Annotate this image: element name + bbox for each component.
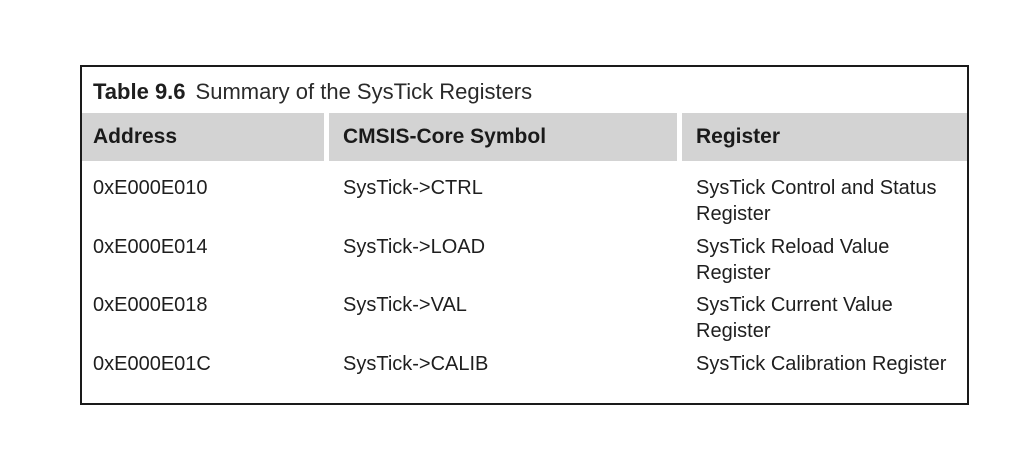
table-row: 0xE000E014 SysTick->LOAD SysTick Reload … — [82, 234, 967, 292]
table-row: 0xE000E010 SysTick->CTRL SysTick Control… — [82, 175, 967, 233]
cell-address: 0xE000E014 — [93, 236, 208, 258]
cell-address: 0xE000E018 — [93, 294, 208, 316]
column-header-address: Address — [82, 113, 324, 161]
cell-address: 0xE000E01C — [93, 353, 211, 375]
registers-table: Table 9.6 Summary of the SysTick Register… — [80, 65, 969, 405]
column-header-register: Register — [682, 113, 967, 161]
column-header-cmsis-symbol: CMSIS-Core Symbol — [329, 113, 677, 161]
table-row: 0xE000E018 SysTick->VAL SysTick Current … — [82, 292, 967, 350]
cell-register: SysTick Control and Status Register — [696, 177, 937, 225]
cell-symbol: SysTick->VAL — [343, 294, 467, 316]
cell-symbol: SysTick->LOAD — [343, 236, 486, 258]
table-caption: Table 9.6 Summary of the SysTick Register… — [93, 79, 532, 105]
table-row: 0xE000E01C SysTick->CALIB SysTick Calibr… — [82, 351, 967, 409]
table-caption-text: Summary of the SysTick Registers — [195, 79, 533, 104]
cell-symbol: SysTick->CALIB — [343, 353, 489, 375]
cell-address: 0xE000E010 — [93, 177, 208, 199]
cell-register: SysTick Calibration Register — [696, 353, 947, 375]
cell-register: SysTick Current Value Register — [696, 294, 893, 342]
table-caption-number: Table 9.6 — [93, 79, 186, 104]
cell-register: SysTick Reload Value Register — [696, 236, 890, 284]
table-header-row: Address CMSIS-Core Symbol Register — [82, 113, 967, 161]
cell-symbol: SysTick->CTRL — [343, 177, 483, 199]
